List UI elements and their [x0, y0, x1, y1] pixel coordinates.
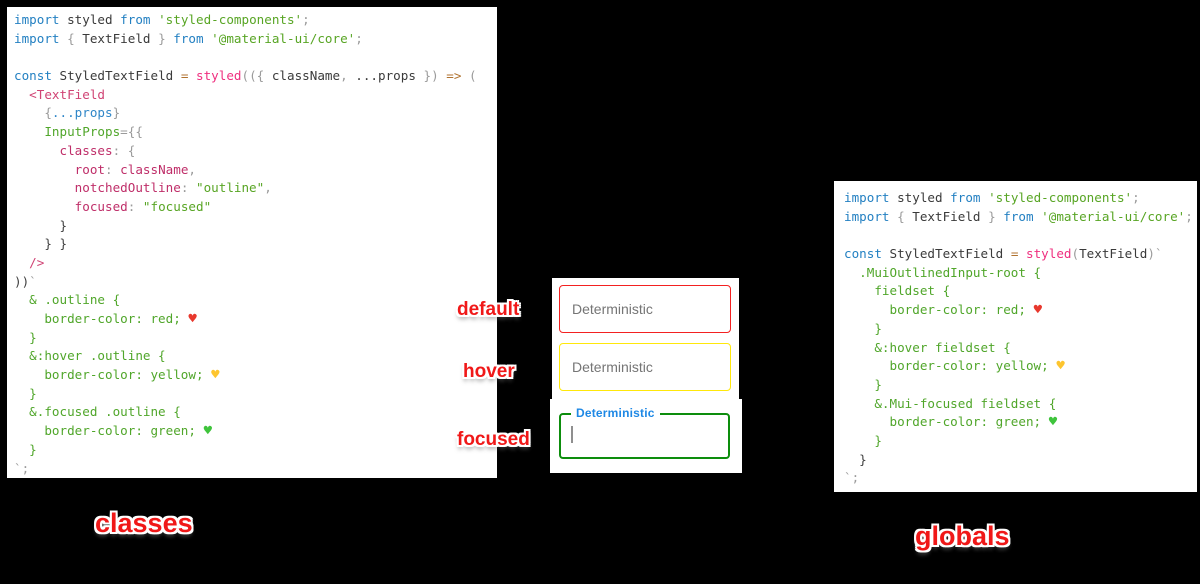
code-line: }: [844, 451, 867, 467]
caption-classes: classes: [95, 508, 193, 538]
code-line: classes: {: [14, 142, 136, 158]
code-line: {...props}: [14, 105, 121, 121]
code-line: &.Mui-focused fieldset {: [844, 395, 1057, 411]
code-line: <TextField: [14, 86, 105, 102]
code-line: border-color: red; ♥: [14, 311, 197, 327]
code-line: `;: [14, 460, 30, 476]
code-line: }: [14, 441, 37, 457]
textfield-focused-floating-label: Deterministic: [571, 406, 660, 420]
code-line: }: [14, 385, 37, 401]
code-line: import { TextField } from '@material-ui/…: [844, 208, 1193, 224]
text-caret-icon: [571, 426, 573, 443]
code-line: }: [844, 432, 882, 448]
code-snippet-globals: import styled from 'styled-components'; i…: [834, 181, 1197, 492]
code-line: import styled from 'styled-components';: [14, 12, 310, 27]
code-line: import styled from 'styled-components';: [844, 190, 1140, 205]
state-label-hover: hover: [463, 361, 515, 382]
code-line: &.focused .outline {: [14, 404, 181, 420]
code-line: const StyledTextField = styled(TextField…: [844, 246, 1163, 262]
code-line: const StyledTextField = styled(({ classN…: [14, 68, 477, 84]
textfield-hover[interactable]: [559, 343, 731, 391]
code-line: ))`: [14, 273, 37, 289]
code-line: }: [844, 376, 882, 392]
code-snippet-classes: import styled from 'styled-components'; i…: [7, 7, 497, 478]
textfield-focused[interactable]: Deterministic: [559, 406, 730, 459]
code-line: InputProps={{: [14, 124, 143, 140]
state-label-default: default: [457, 299, 520, 320]
code-line: fieldset {: [844, 283, 951, 299]
code-line: border-color: yellow; ♥: [14, 367, 220, 384]
code-line: }: [844, 320, 882, 336]
code-line: }: [14, 217, 68, 233]
code-line: &:hover fieldset {: [844, 339, 1011, 355]
code-line: }: [14, 329, 37, 345]
code-line: & .outline {: [14, 292, 121, 308]
code-line: border-color: green; ♥: [14, 423, 212, 440]
textfield-default[interactable]: [559, 285, 731, 333]
code-line: focused: "focused": [14, 198, 212, 214]
code-line: .MuiOutlinedInput-root {: [844, 264, 1042, 280]
code-line: border-color: red; ♥: [844, 302, 1042, 319]
code-line: &:hover .outline {: [14, 348, 166, 364]
code-line: />: [14, 254, 45, 270]
caption-globals: globals: [915, 521, 1010, 551]
code-line: border-color: green; ♥: [844, 414, 1058, 431]
code-line: [14, 48, 497, 67]
state-label-focused: focused: [457, 429, 530, 450]
code-line: `;: [844, 470, 860, 486]
code-line: } }: [14, 236, 68, 252]
code-line: root: className,: [14, 161, 197, 177]
code-line: border-color: yellow; ♥: [844, 358, 1065, 375]
code-line: [844, 226, 1197, 245]
code-line: import { TextField } from '@material-ui/…: [14, 30, 363, 46]
code-line: notchedOutline: "outline",: [14, 180, 272, 196]
